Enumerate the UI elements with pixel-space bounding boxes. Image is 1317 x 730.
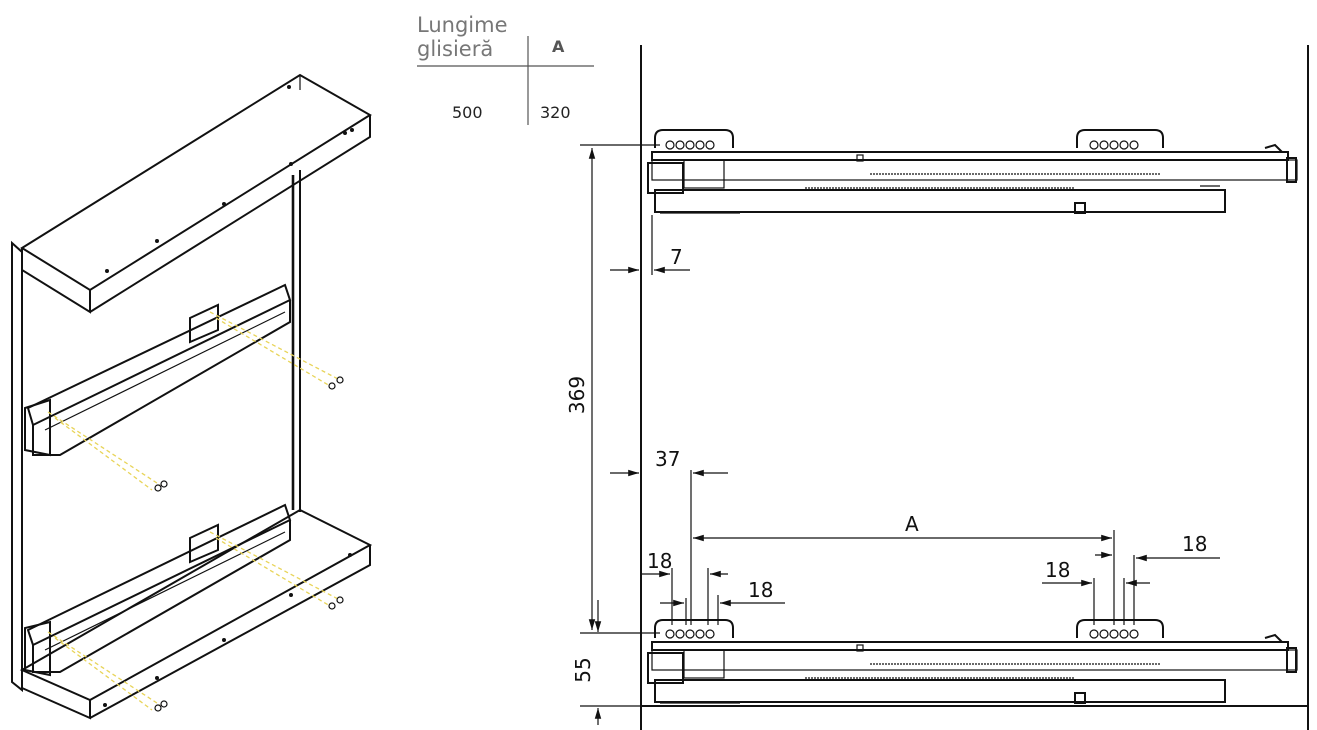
upper-slide-rail [647, 129, 1298, 214]
dim-a-label: A [905, 512, 919, 536]
dim-18-left-lower-label: 18 [748, 578, 773, 602]
dim-37-label: 37 [655, 447, 680, 471]
slide-length-table: Lungime glisieră A 500 320 [417, 13, 594, 125]
dim-18-right-lower-label: 18 [1045, 558, 1070, 582]
table-header-line2: glisieră [417, 37, 493, 61]
table-header-line1: Lungime [417, 13, 508, 37]
elevation-view: 369 55 7 37 A 18 18 [565, 45, 1309, 730]
lower-slide-rail [647, 619, 1298, 704]
dim-7-label: 7 [670, 245, 683, 269]
dim-55-label: 55 [571, 657, 595, 682]
table-cell-a: 320 [540, 103, 571, 122]
dim-18-right-upper-label: 18 [1182, 532, 1207, 556]
dim-369-label: 369 [565, 376, 589, 414]
isometric-cabinet-view [11, 73, 373, 720]
table-cell-length: 500 [452, 103, 483, 122]
dim-18-left-upper-label: 18 [647, 549, 672, 573]
table-header-a: A [552, 37, 565, 56]
